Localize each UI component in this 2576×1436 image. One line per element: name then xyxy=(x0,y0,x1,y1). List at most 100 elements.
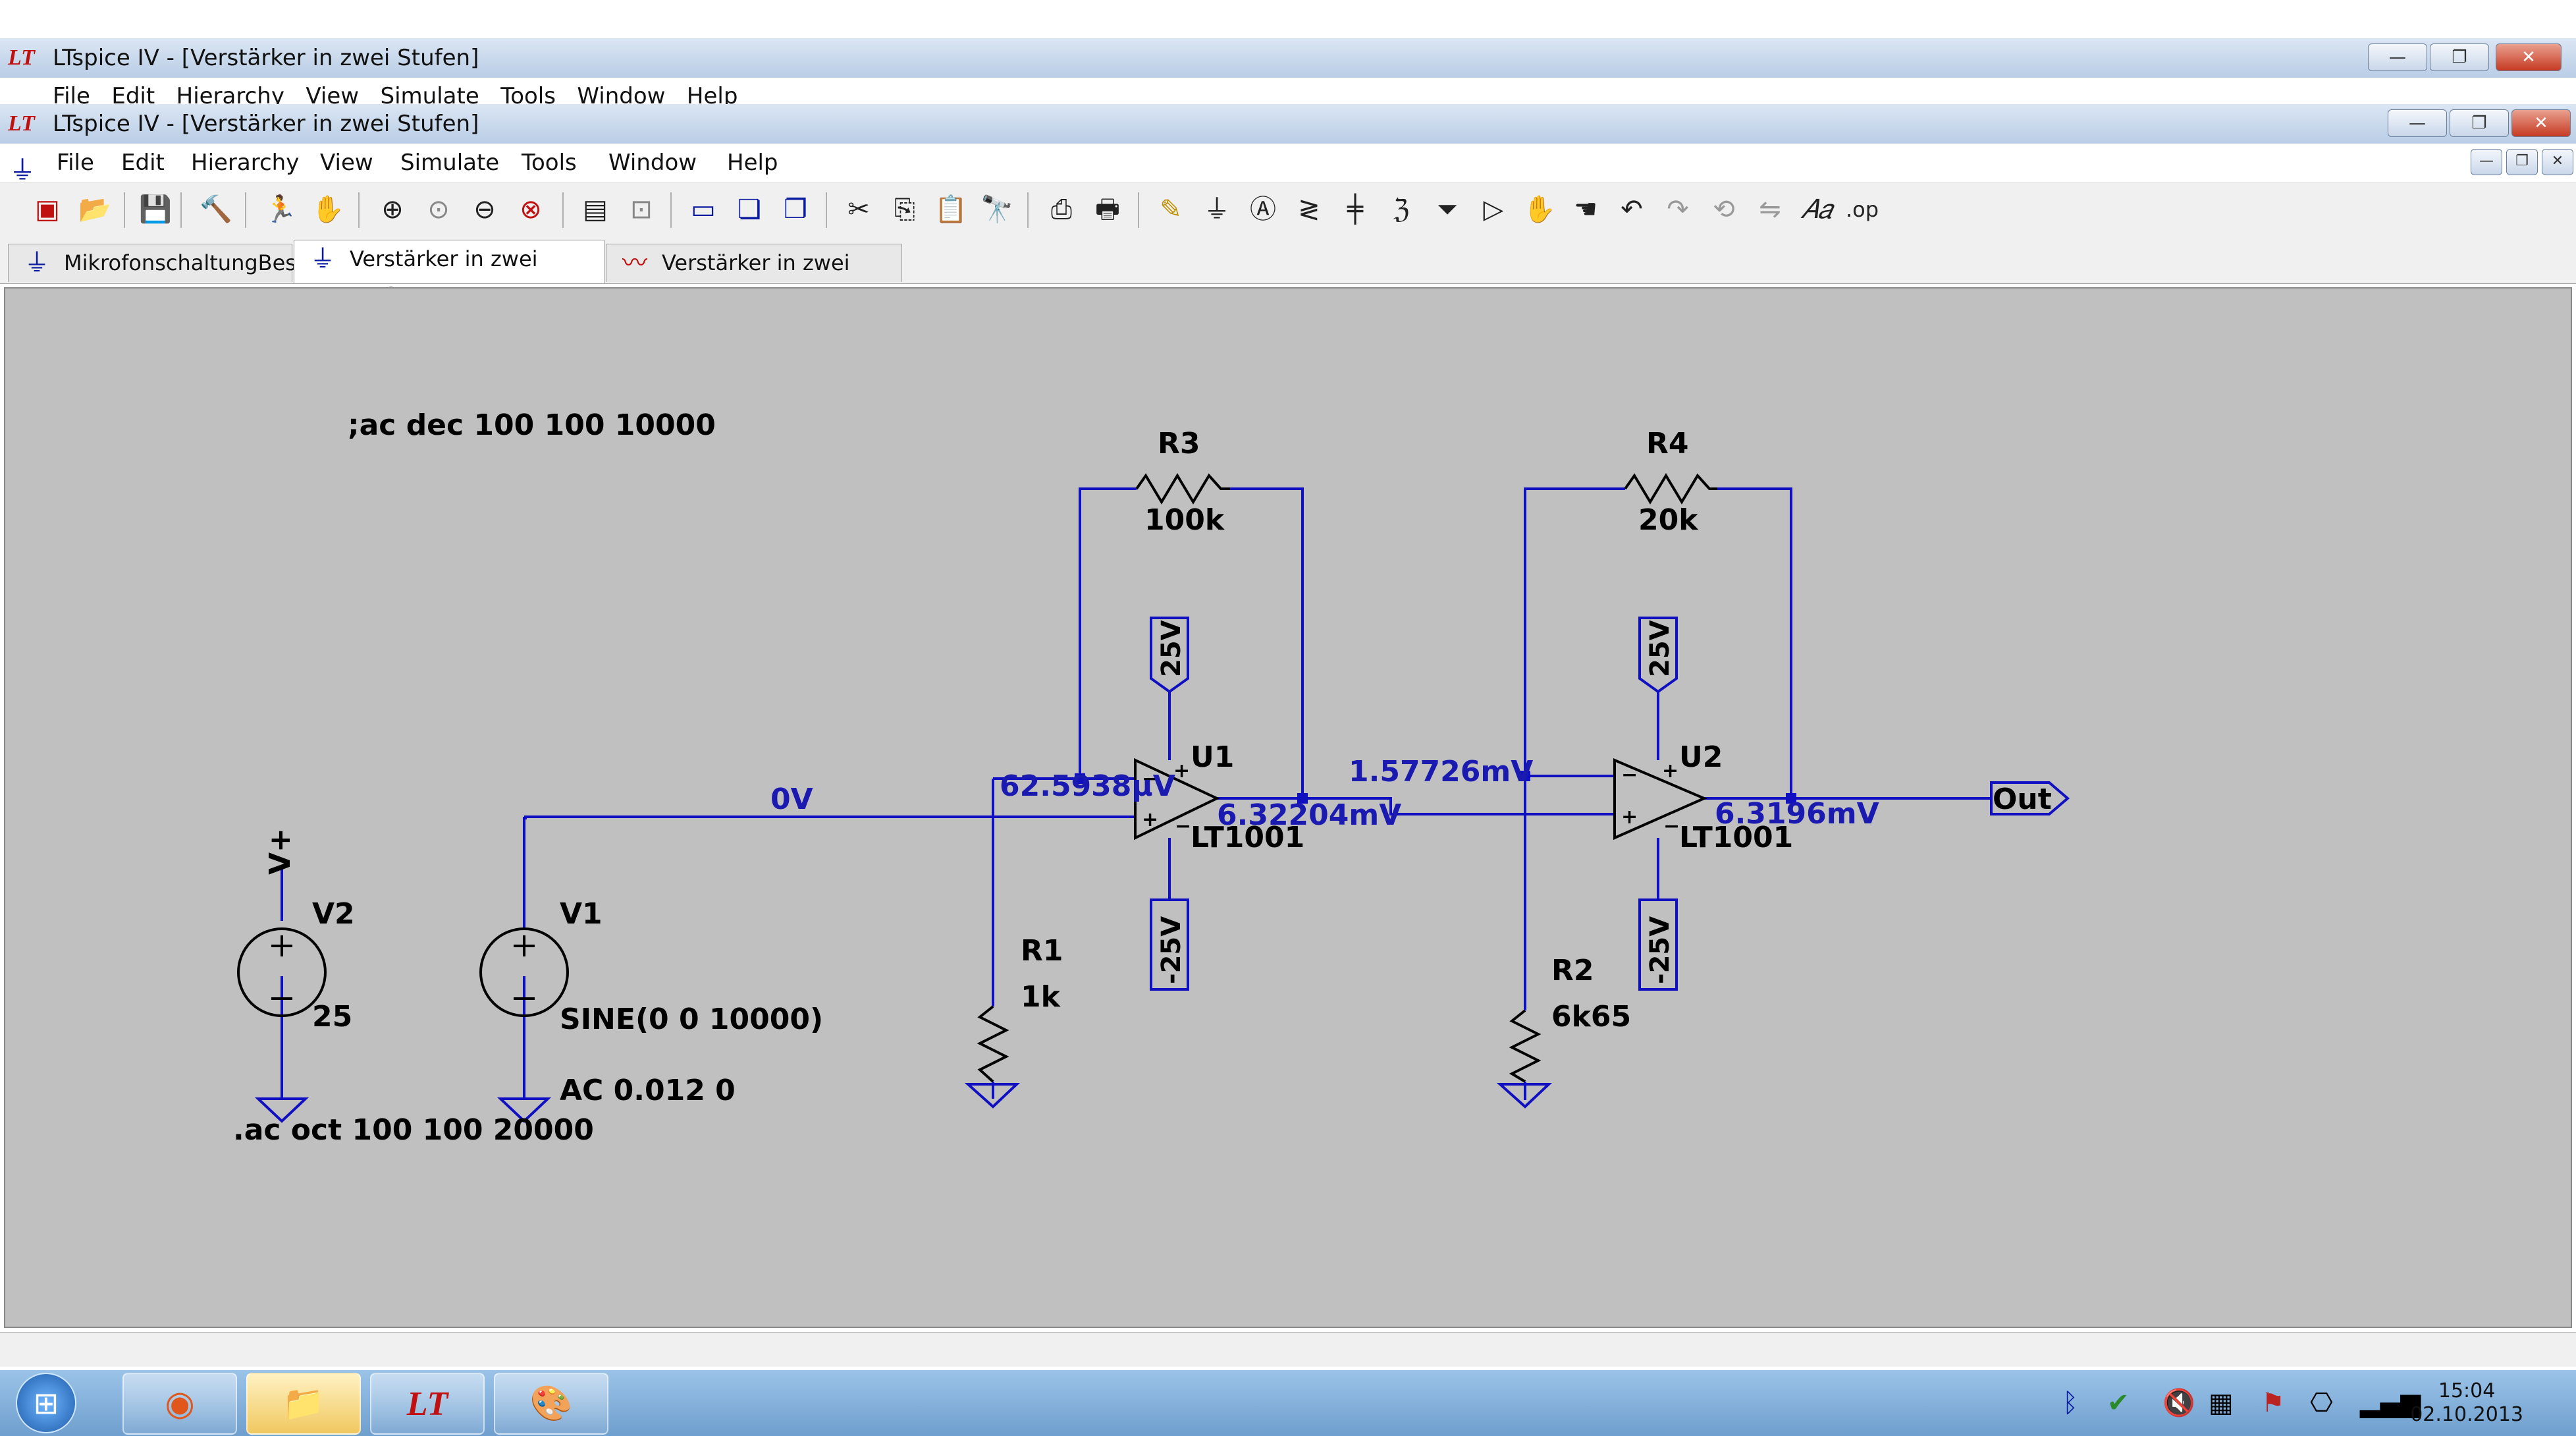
paste-icon[interactable]: 📋 xyxy=(934,194,967,225)
print-icon[interactable]: 🖶 xyxy=(1095,194,1120,225)
network-icon[interactable]: ▂▄▆ xyxy=(2360,1388,2421,1418)
out-port-flag xyxy=(1990,781,2070,815)
outer-minimize-button[interactable]: — xyxy=(2368,43,2427,71)
find-icon[interactable]: 🔭 xyxy=(980,194,1013,225)
action-center-icon[interactable]: ⚑ xyxy=(2261,1388,2285,1418)
toolbar: ▣ 📂 💾 🔨 🏃 ✋ ⊕ ⊙ ⊖ ⊗ ▤ ⊡ ▭ ❏ ❐ ✂ ⎘ 📋 🔭 ⎙ … xyxy=(0,183,2576,239)
wires xyxy=(281,487,1991,1100)
save-icon[interactable]: 💾 xyxy=(139,194,172,225)
undo-icon[interactable]: ↶ xyxy=(1621,194,1643,225)
new-schematic-icon[interactable]: ▣ xyxy=(35,194,60,225)
security-icon[interactable]: ✔ xyxy=(2107,1388,2130,1418)
schematic-canvas[interactable]: − + + − − + + − ;ac dec 100 100 10000 .a… xyxy=(4,287,2572,1328)
taskbar-firefox-button[interactable]: ◉ xyxy=(122,1373,237,1435)
diode-icon[interactable]: ⏷ xyxy=(1437,194,1458,225)
source-v1-symbol xyxy=(479,927,569,1017)
resistor-r2-symbol xyxy=(1509,1009,1542,1083)
menu-file[interactable]: File xyxy=(57,150,94,176)
capacitor-icon[interactable]: ╪ xyxy=(1347,194,1364,225)
text-icon[interactable]: 𝐴𝑎 xyxy=(1800,194,1833,224)
spice-directive-icon[interactable]: .op xyxy=(1845,197,1879,222)
menu-tools[interactable]: Tools xyxy=(522,150,577,176)
r1-name: R1 xyxy=(1021,934,1063,968)
cut-icon[interactable]: ✂ xyxy=(847,194,870,225)
r2-name: R2 xyxy=(1551,954,1594,987)
junctions xyxy=(1075,771,1796,804)
draw-wire-icon[interactable]: ✎ xyxy=(1160,194,1182,225)
tab-verstaerker-waveform[interactable]: 〰 Verstärker in zwei Stufen xyxy=(606,244,902,312)
app-tray-icon[interactable]: ▦ xyxy=(2209,1388,2234,1418)
net-voltage-labels: 0V 62.5938µV 6.32204mV 1.57726mV 6.3196m… xyxy=(770,755,1879,832)
doc-minimize-button[interactable]: — xyxy=(2471,149,2502,175)
drag-icon[interactable]: ☚ xyxy=(1574,194,1597,225)
r3-value: 100k xyxy=(1144,503,1225,537)
zoom-out-icon[interactable]: ⊖ xyxy=(473,194,496,225)
tab-label: MikrofonschaltungBest xyxy=(64,250,305,275)
zoom-cancel-icon[interactable]: ⊗ xyxy=(520,194,542,225)
restore-button[interactable]: ❐ xyxy=(2450,109,2509,137)
label-net-icon[interactable]: Ⓐ xyxy=(1250,194,1276,225)
menu-help[interactable]: Help xyxy=(727,150,778,176)
zoom-area-icon[interactable]: ⊙ xyxy=(427,194,450,225)
inductor-icon[interactable]: ℨ xyxy=(1393,194,1410,225)
zoom-fit-icon[interactable]: ⊡ xyxy=(630,194,653,225)
tab-strip: ⏚ MikrofonschaltungBest ⏚ Verstärker in … xyxy=(0,238,2576,312)
menu-hierarchy[interactable]: Hierarchy xyxy=(191,150,300,176)
run-icon[interactable]: 🏃 xyxy=(264,194,297,225)
u2-pos-supply-label: 25V xyxy=(1645,620,1675,677)
r4-name: R4 xyxy=(1646,427,1689,460)
v1-value: SINE(0 0 10000) xyxy=(560,1003,823,1036)
component-icon[interactable]: ▷ xyxy=(1483,194,1504,225)
v2-value: 25 xyxy=(312,1000,352,1034)
copy-icon[interactable]: ⎘ xyxy=(894,194,915,225)
taskbar-paint-button[interactable]: 🎨 xyxy=(494,1373,608,1435)
outer-close-button[interactable]: ✕ xyxy=(2496,43,2562,71)
opamp-u2-symbol xyxy=(1613,758,1708,841)
close-button[interactable]: ✕ xyxy=(2511,109,2571,137)
net-u1-out-voltage: 6.32204mV xyxy=(1217,798,1401,832)
v2-net-label: V+ xyxy=(263,828,297,875)
r1-value: 1k xyxy=(1021,980,1061,1014)
clock-time: 15:04 xyxy=(2438,1379,2496,1402)
cascade-icon[interactable]: ❏ xyxy=(738,194,761,225)
control-panel-icon[interactable]: 🔨 xyxy=(200,194,232,225)
move-icon[interactable]: ✋ xyxy=(1523,194,1556,225)
rotate-icon[interactable]: ⟲ xyxy=(1713,194,1735,225)
lt-logo-icon: LT xyxy=(8,45,35,70)
net-u2-inverting-voltage: 1.57726mV xyxy=(1349,755,1533,788)
doc-close-button[interactable]: ✕ xyxy=(2542,149,2573,175)
outer-restore-button[interactable]: ❐ xyxy=(2430,43,2489,71)
autorange-icon[interactable]: ▤ xyxy=(583,194,608,225)
ground-icon[interactable]: ⏚ xyxy=(1204,194,1230,225)
taskbar-explorer-button[interactable]: 📁 xyxy=(246,1373,361,1435)
tab-verstaerker-schematic[interactable]: ⏚ Verstärker in zwei Stufen xyxy=(294,240,604,308)
tile-horizontal-icon[interactable]: ▭ xyxy=(691,194,716,225)
directive-comment: ;ac dec 100 100 10000 xyxy=(348,408,716,442)
doc-icon: ⏚ xyxy=(9,155,36,186)
u1-minus-pin: − xyxy=(1142,767,1158,790)
firefox-icon: ◉ xyxy=(165,1384,195,1423)
start-button[interactable]: ⊞ xyxy=(16,1373,76,1433)
bluetooth-icon[interactable]: ᛒ xyxy=(2062,1388,2078,1418)
u2-neg-supply-label: -25V xyxy=(1645,916,1675,984)
tab-mikrofonschaltung[interactable]: ⏚ MikrofonschaltungBest xyxy=(8,244,305,282)
taskbar-ltspice-button[interactable]: LT xyxy=(370,1373,485,1435)
volume-muted-icon[interactable]: 🔇 xyxy=(2162,1388,2195,1418)
close-all-icon[interactable]: ❐ xyxy=(784,194,807,225)
print-preview-icon[interactable]: ⎙ xyxy=(1051,194,1072,225)
usb-icon[interactable]: ⎔ xyxy=(2310,1388,2333,1418)
resistor-icon[interactable]: ≷ xyxy=(1298,194,1320,225)
doc-restore-button[interactable]: ❐ xyxy=(2506,149,2538,175)
mirror-icon[interactable]: ⇋ xyxy=(1759,194,1781,225)
menu-window[interactable]: Window xyxy=(608,150,697,176)
menu-edit[interactable]: Edit xyxy=(121,150,165,176)
open-icon[interactable]: 📂 xyxy=(78,194,111,225)
taskbar-clock[interactable]: 15:04 02.10.2013 xyxy=(2410,1379,2523,1427)
zoom-in-icon[interactable]: ⊕ xyxy=(381,194,404,225)
taskbar: ⊞ ◉ 📁 LT 🎨 ᛒ ✔ 🔇 ▦ ⚑ ⎔ ▂▄▆ 15:04 02.10.2… xyxy=(0,1370,2576,1436)
menu-view[interactable]: View xyxy=(320,150,373,176)
halt-icon[interactable]: ✋ xyxy=(311,194,344,225)
redo-icon[interactable]: ↷ xyxy=(1667,194,1689,225)
menu-simulate[interactable]: Simulate xyxy=(400,150,500,176)
minimize-button[interactable]: — xyxy=(2388,109,2447,137)
